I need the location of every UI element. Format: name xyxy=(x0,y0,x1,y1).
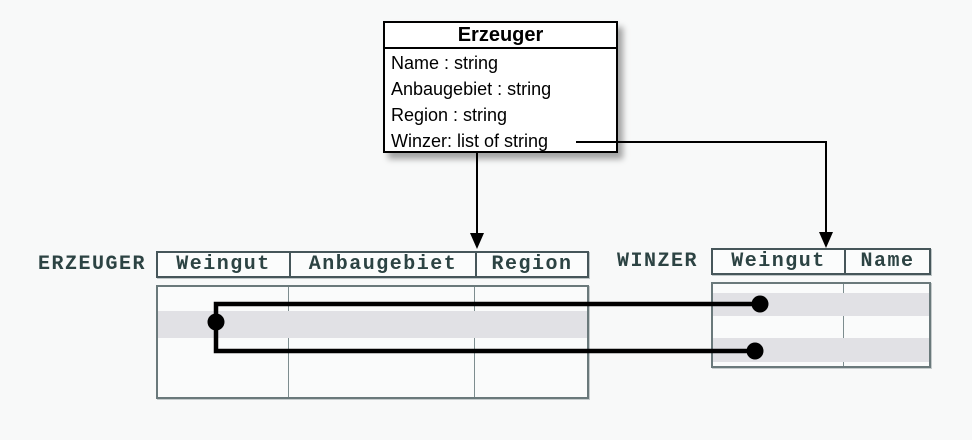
winzer-table-body xyxy=(711,282,931,368)
erzeuger-header-weingut: Weingut xyxy=(176,253,271,276)
uml-attribute-anbaugebiet: Anbaugebiet : string xyxy=(391,79,552,99)
uml-attribute-region: Region : string xyxy=(391,105,508,125)
winzer-table-header: Weingut Name xyxy=(711,248,931,275)
erzeuger-header-anbaugebiet: Anbaugebiet xyxy=(289,253,475,276)
erzeuger-highlighted-row xyxy=(158,311,587,338)
erzeuger-table-body xyxy=(156,285,589,399)
winzer-header-name: Name xyxy=(844,250,929,273)
erzeuger-table-label: ERZEUGER xyxy=(38,253,147,276)
uml-class-attributes: Name : string Anbaugebiet : string Regio… xyxy=(385,49,616,154)
winzer-body-divider xyxy=(843,284,844,366)
erzeuger-table-header: Weingut Anbaugebiet Region xyxy=(156,251,589,278)
uml-class-title: Erzeuger xyxy=(385,23,616,49)
erzeuger-body-divider-2 xyxy=(474,287,475,397)
erzeuger-header-region: Region xyxy=(475,253,587,276)
uml-attribute-name: Name : string xyxy=(391,53,499,73)
erzeuger-body-divider-1 xyxy=(288,287,289,397)
winzer-attr-to-winzer-arrow-line xyxy=(576,141,827,233)
winzer-highlighted-row-2 xyxy=(713,338,929,362)
winzer-table-label: WINZER xyxy=(617,250,699,273)
winzer-attr-to-winzer-arrowhead-icon xyxy=(819,232,833,248)
uml-class-erzeuger: Erzeuger Name : string Anbaugebiet : str… xyxy=(383,21,618,153)
winzer-highlighted-row-1 xyxy=(713,293,929,316)
winzer-header-weingut: Weingut xyxy=(731,250,826,273)
class-to-erzeuger-arrowhead-icon xyxy=(470,233,484,249)
uml-attribute-winzer: Winzer: list of string xyxy=(391,131,549,151)
